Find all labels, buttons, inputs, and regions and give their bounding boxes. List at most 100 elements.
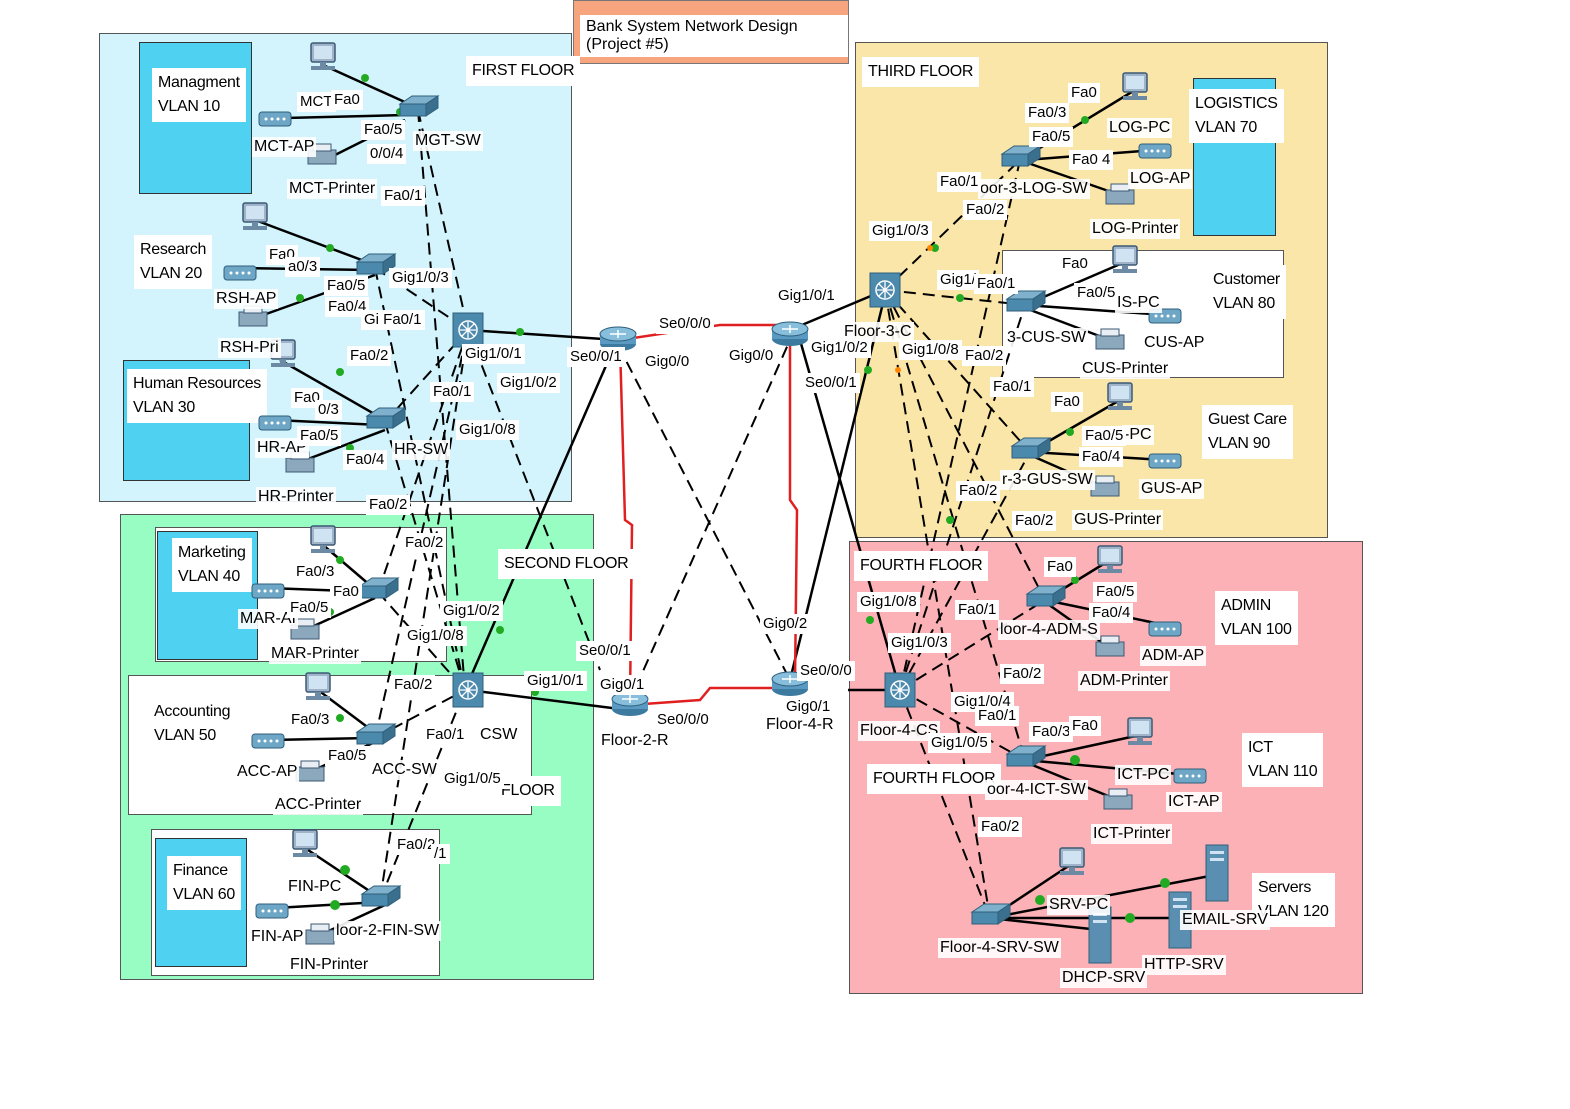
fin-ap-label: FIN-AP xyxy=(249,927,306,947)
port-label: MCT xyxy=(297,92,336,112)
floor2-router-icon[interactable] xyxy=(611,691,649,717)
acc-printer-icon[interactable] xyxy=(295,760,325,782)
port-label: Fa0/5 xyxy=(1082,426,1127,446)
log-pc-icon[interactable] xyxy=(1122,72,1148,101)
cus-sw-icon[interactable] xyxy=(1006,290,1046,312)
ict-printer-icon[interactable] xyxy=(1103,788,1133,810)
hr-ap-icon[interactable] xyxy=(258,415,292,431)
acc-ap-icon[interactable] xyxy=(251,733,285,749)
second-floor-label-b: FLOOR xyxy=(495,776,561,806)
hr-sw-icon[interactable] xyxy=(366,407,406,429)
port-label: Fa0/5 xyxy=(324,276,369,296)
acc-sw-icon[interactable] xyxy=(356,723,396,745)
port-label: Gig0/2 xyxy=(760,614,811,634)
adm-ap-label: ADM-AP xyxy=(1140,646,1207,666)
gus-ap-icon[interactable] xyxy=(1148,453,1182,469)
floor3-csw-icon[interactable] xyxy=(869,272,901,308)
gus-pc-icon[interactable] xyxy=(1107,382,1133,411)
cus-printer-icon[interactable] xyxy=(1095,328,1125,350)
floor4-csw-label: Floor-4-CS xyxy=(858,721,941,741)
email-server-icon[interactable] xyxy=(1205,844,1229,902)
fin-printer-icon[interactable] xyxy=(305,923,335,945)
fin-printer-label: FIN-Printer xyxy=(288,955,371,975)
port-label: Gig1/0/2 xyxy=(497,373,560,393)
port-label: Fa0/2 xyxy=(963,200,1008,220)
mar-pc-icon[interactable] xyxy=(310,525,336,554)
port-label: Fa0/5 xyxy=(325,746,370,766)
mar-ap-icon[interactable] xyxy=(251,583,285,599)
ict-sw-icon[interactable] xyxy=(1006,745,1046,767)
dhcp-server-icon[interactable] xyxy=(1088,906,1112,964)
port-label: Se0/0/0 xyxy=(654,710,712,730)
adm-printer-icon[interactable] xyxy=(1095,635,1125,657)
rsh-printer-icon[interactable] xyxy=(238,305,268,327)
floor3-router-icon[interactable] xyxy=(771,321,809,347)
srv-pc-icon[interactable] xyxy=(1059,847,1085,876)
log-ap-icon[interactable] xyxy=(1138,143,1172,159)
fin-ap-icon[interactable] xyxy=(255,903,289,919)
gus-sw-icon[interactable] xyxy=(1011,437,1051,459)
fin-pc-icon[interactable] xyxy=(292,829,318,858)
cus-pc-icon[interactable] xyxy=(1112,245,1138,274)
mct-ap-label: MCT-AP xyxy=(252,137,317,157)
port-label: Fa0 xyxy=(331,90,363,110)
port-label: Fa0/5 xyxy=(287,598,332,618)
mgt-sw-icon[interactable] xyxy=(399,95,439,117)
ict-ap-label: ICT-AP xyxy=(1166,792,1222,812)
rsh-pc-icon[interactable] xyxy=(242,202,268,231)
fin-sw-icon[interactable] xyxy=(361,885,401,907)
floor4-csw-icon[interactable] xyxy=(884,672,916,708)
mct-pc-icon[interactable] xyxy=(310,42,336,71)
mar-printer-label: MAR-Printer xyxy=(269,644,362,664)
port-label: Gig1/0/8 xyxy=(456,420,519,440)
adm-ap-icon[interactable] xyxy=(1148,621,1182,637)
gus-pc-label: -PC xyxy=(1122,425,1154,445)
port-label: Gig1/0/2 xyxy=(808,338,871,358)
acc-pc-icon[interactable] xyxy=(305,672,331,701)
port-label: Fa0 xyxy=(1051,392,1083,412)
port-label: Fa0/1 xyxy=(990,377,1035,397)
port-label: Gig1/0/5 xyxy=(441,769,504,789)
hr-printer-label: HR-Printer xyxy=(256,487,336,507)
port-label: Fa0/3 xyxy=(288,710,333,730)
mar-sw-icon[interactable] xyxy=(359,577,399,599)
ict-ap-icon[interactable] xyxy=(1173,768,1207,784)
srv-pc-label: SRV-PC xyxy=(1047,895,1111,915)
cus-ap-label: CUS-AP xyxy=(1142,333,1207,353)
fin-pc-label: FIN-PC xyxy=(286,877,344,897)
ict-pc-icon[interactable] xyxy=(1127,717,1153,746)
mct-ap-icon[interactable] xyxy=(258,111,292,127)
port-label: Fa0/4 xyxy=(343,450,388,470)
floor4-router-label: Floor-4-R xyxy=(764,715,836,735)
port-label: Gig1/0/8 xyxy=(404,626,467,646)
floor2-csw-label: CSW xyxy=(478,725,520,745)
title-box: Bank System Network Design (Project #5) xyxy=(573,0,849,64)
gus-printer-icon[interactable] xyxy=(1090,475,1120,497)
port-label: Gi Fa0/1 xyxy=(361,310,425,330)
port-label: Fa0/2 xyxy=(1000,664,1045,684)
adm-sw-icon[interactable] xyxy=(1026,585,1066,607)
floor1-csw-icon[interactable] xyxy=(452,312,484,348)
mct-printer-label: MCT-Printer xyxy=(287,179,378,199)
rsh-ap-icon[interactable] xyxy=(223,265,257,281)
port-label: Fa0/4 xyxy=(1079,447,1124,467)
srv-sw-icon[interactable] xyxy=(971,903,1011,925)
mgt-sw-label: MGT-SW xyxy=(413,131,483,151)
log-sw-icon[interactable] xyxy=(1001,145,1041,167)
floor2-router-label: Floor-2-R xyxy=(599,731,671,751)
log-pc-label: LOG-PC xyxy=(1107,118,1173,138)
port-label: Gig1/0/8 xyxy=(857,592,920,612)
port-label: Fa0/1 xyxy=(423,725,468,745)
fourth-floor-label: FOURTH FLOOR xyxy=(854,551,989,581)
port-label: Se0/0/1 xyxy=(802,373,860,393)
port-label: Se0/0/1 xyxy=(567,347,625,367)
floor2-csw-icon[interactable] xyxy=(452,672,484,708)
adm-pc-icon[interactable] xyxy=(1097,545,1123,574)
